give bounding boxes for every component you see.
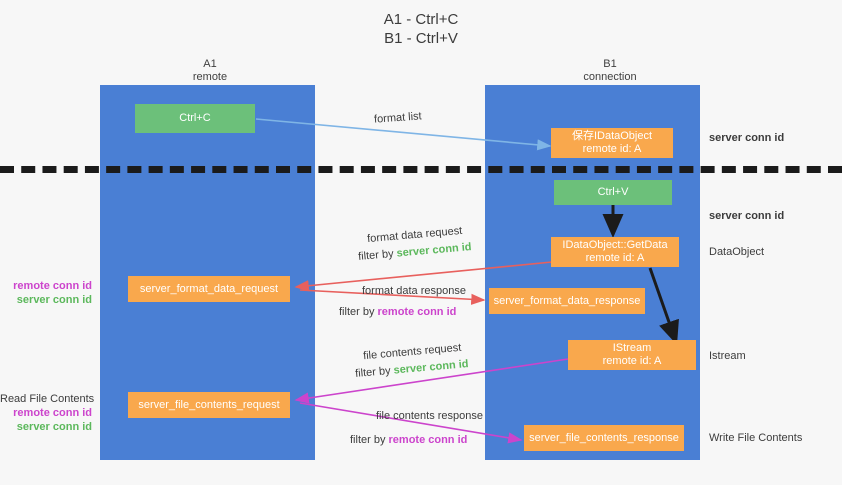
page-title: A1 - Ctrl+C B1 - Ctrl+V xyxy=(321,10,521,48)
box-istream[interactable]: IStream remote id: A xyxy=(568,340,696,370)
box-ctrl-c[interactable]: Ctrl+C xyxy=(135,104,255,133)
page-title-line2: B1 - Ctrl+V xyxy=(384,30,458,47)
right-label-write-file-contents: Write File Contents xyxy=(709,432,803,444)
left-label-server-conn-id-1: server conn id xyxy=(16,294,92,306)
label-format-data-response-text: format data response xyxy=(362,285,466,297)
label-file-contents-response: file contents response xyxy=(376,409,483,423)
right-label-server-conn-id-1: server conn id xyxy=(709,132,785,144)
label-format-data-response-filter-pre: filter by xyxy=(339,306,378,318)
right-label-server-conn-id-2: server conn id xyxy=(709,210,785,222)
box-ctrl-v[interactable]: Ctrl+V xyxy=(554,180,672,205)
box-idataobject-getdata-line1: IDataObject::GetData xyxy=(562,239,668,251)
box-istream-line2: remote id: A xyxy=(602,355,662,367)
box-server-format-data-response-label: server_format_data_response xyxy=(493,294,641,307)
box-server-file-contents-response-label: server_file_contents_response xyxy=(529,431,679,444)
lane-header-a1-sub: remote xyxy=(192,71,228,83)
lane-header-b1-sub: connection xyxy=(583,71,637,83)
label-format-list-text: format list xyxy=(373,110,423,126)
lane-header-a1: A1 remote xyxy=(130,58,290,84)
box-save-idataobject-line1: 保存IDataObject xyxy=(571,130,653,142)
label-format-data-response-filter: filter by remote conn id xyxy=(339,305,456,319)
right-label-data-object: DataObject xyxy=(709,246,765,258)
box-ctrl-c-label: Ctrl+C xyxy=(179,112,211,124)
label-format-data-request-filter-pre: filter by xyxy=(357,247,398,263)
lane-header-a1-name: A1 xyxy=(203,58,217,70)
label-file-contents-response-filter-pre: filter by xyxy=(350,434,389,446)
page-title-line1: A1 - Ctrl+C xyxy=(383,11,459,28)
left-label-read-file-contents: Read File Contents xyxy=(0,393,95,405)
box-server-file-contents-response[interactable]: server_file_contents_response xyxy=(524,425,684,451)
left-label-remote-conn-id-2: remote conn id xyxy=(13,407,92,419)
label-format-data-response-filter-key: remote conn id xyxy=(377,306,457,318)
box-idataobject-getdata[interactable]: IDataObject::GetData remote id: A xyxy=(551,237,679,267)
box-istream-line1: IStream xyxy=(612,342,652,354)
box-save-idataobject-line2: remote id: A xyxy=(582,143,642,155)
box-ctrl-v-label: Ctrl+V xyxy=(597,186,629,198)
left-label-remote-conn-id-1: remote conn id xyxy=(13,280,92,292)
label-file-contents-response-filter-key: remote conn id xyxy=(388,434,468,446)
lane-header-b1-name: B1 xyxy=(603,58,617,70)
label-format-data-response: format data response xyxy=(362,284,466,298)
left-label-server-conn-id-2: server conn id xyxy=(16,421,92,433)
label-file-contents-response-text: file contents response xyxy=(376,410,484,422)
left-label-read-file-contents-group: Read File Contents remote conn id server… xyxy=(0,392,95,434)
box-server-file-contents-request[interactable]: server_file_contents_request xyxy=(128,392,290,418)
label-file-contents-request-filter-pre: filter by xyxy=(354,364,395,380)
box-idataobject-getdata-line2: remote id: A xyxy=(585,252,645,264)
label-format-data-request-filter-key: server conn id xyxy=(396,241,473,260)
box-save-idataobject[interactable]: 保存IDataObject remote id: A xyxy=(551,128,673,158)
label-file-contents-response-filter: filter by remote conn id xyxy=(350,433,467,447)
label-file-contents-request-filter-key: server conn id xyxy=(393,358,470,377)
label-format-list: format list xyxy=(374,109,423,126)
box-server-format-data-response[interactable]: server_format_data_response xyxy=(489,288,645,314)
right-label-istream: Istream xyxy=(709,350,746,362)
left-label-conn-ids-1: remote conn id server conn id xyxy=(0,279,92,307)
box-server-format-data-request-label: server_format_data_request xyxy=(139,282,279,295)
lane-header-b1: B1 connection xyxy=(530,58,690,84)
box-server-format-data-request[interactable]: server_format_data_request xyxy=(128,276,290,302)
box-server-file-contents-request-label: server_file_contents_request xyxy=(138,398,280,411)
separator-dashed-line xyxy=(0,166,842,173)
